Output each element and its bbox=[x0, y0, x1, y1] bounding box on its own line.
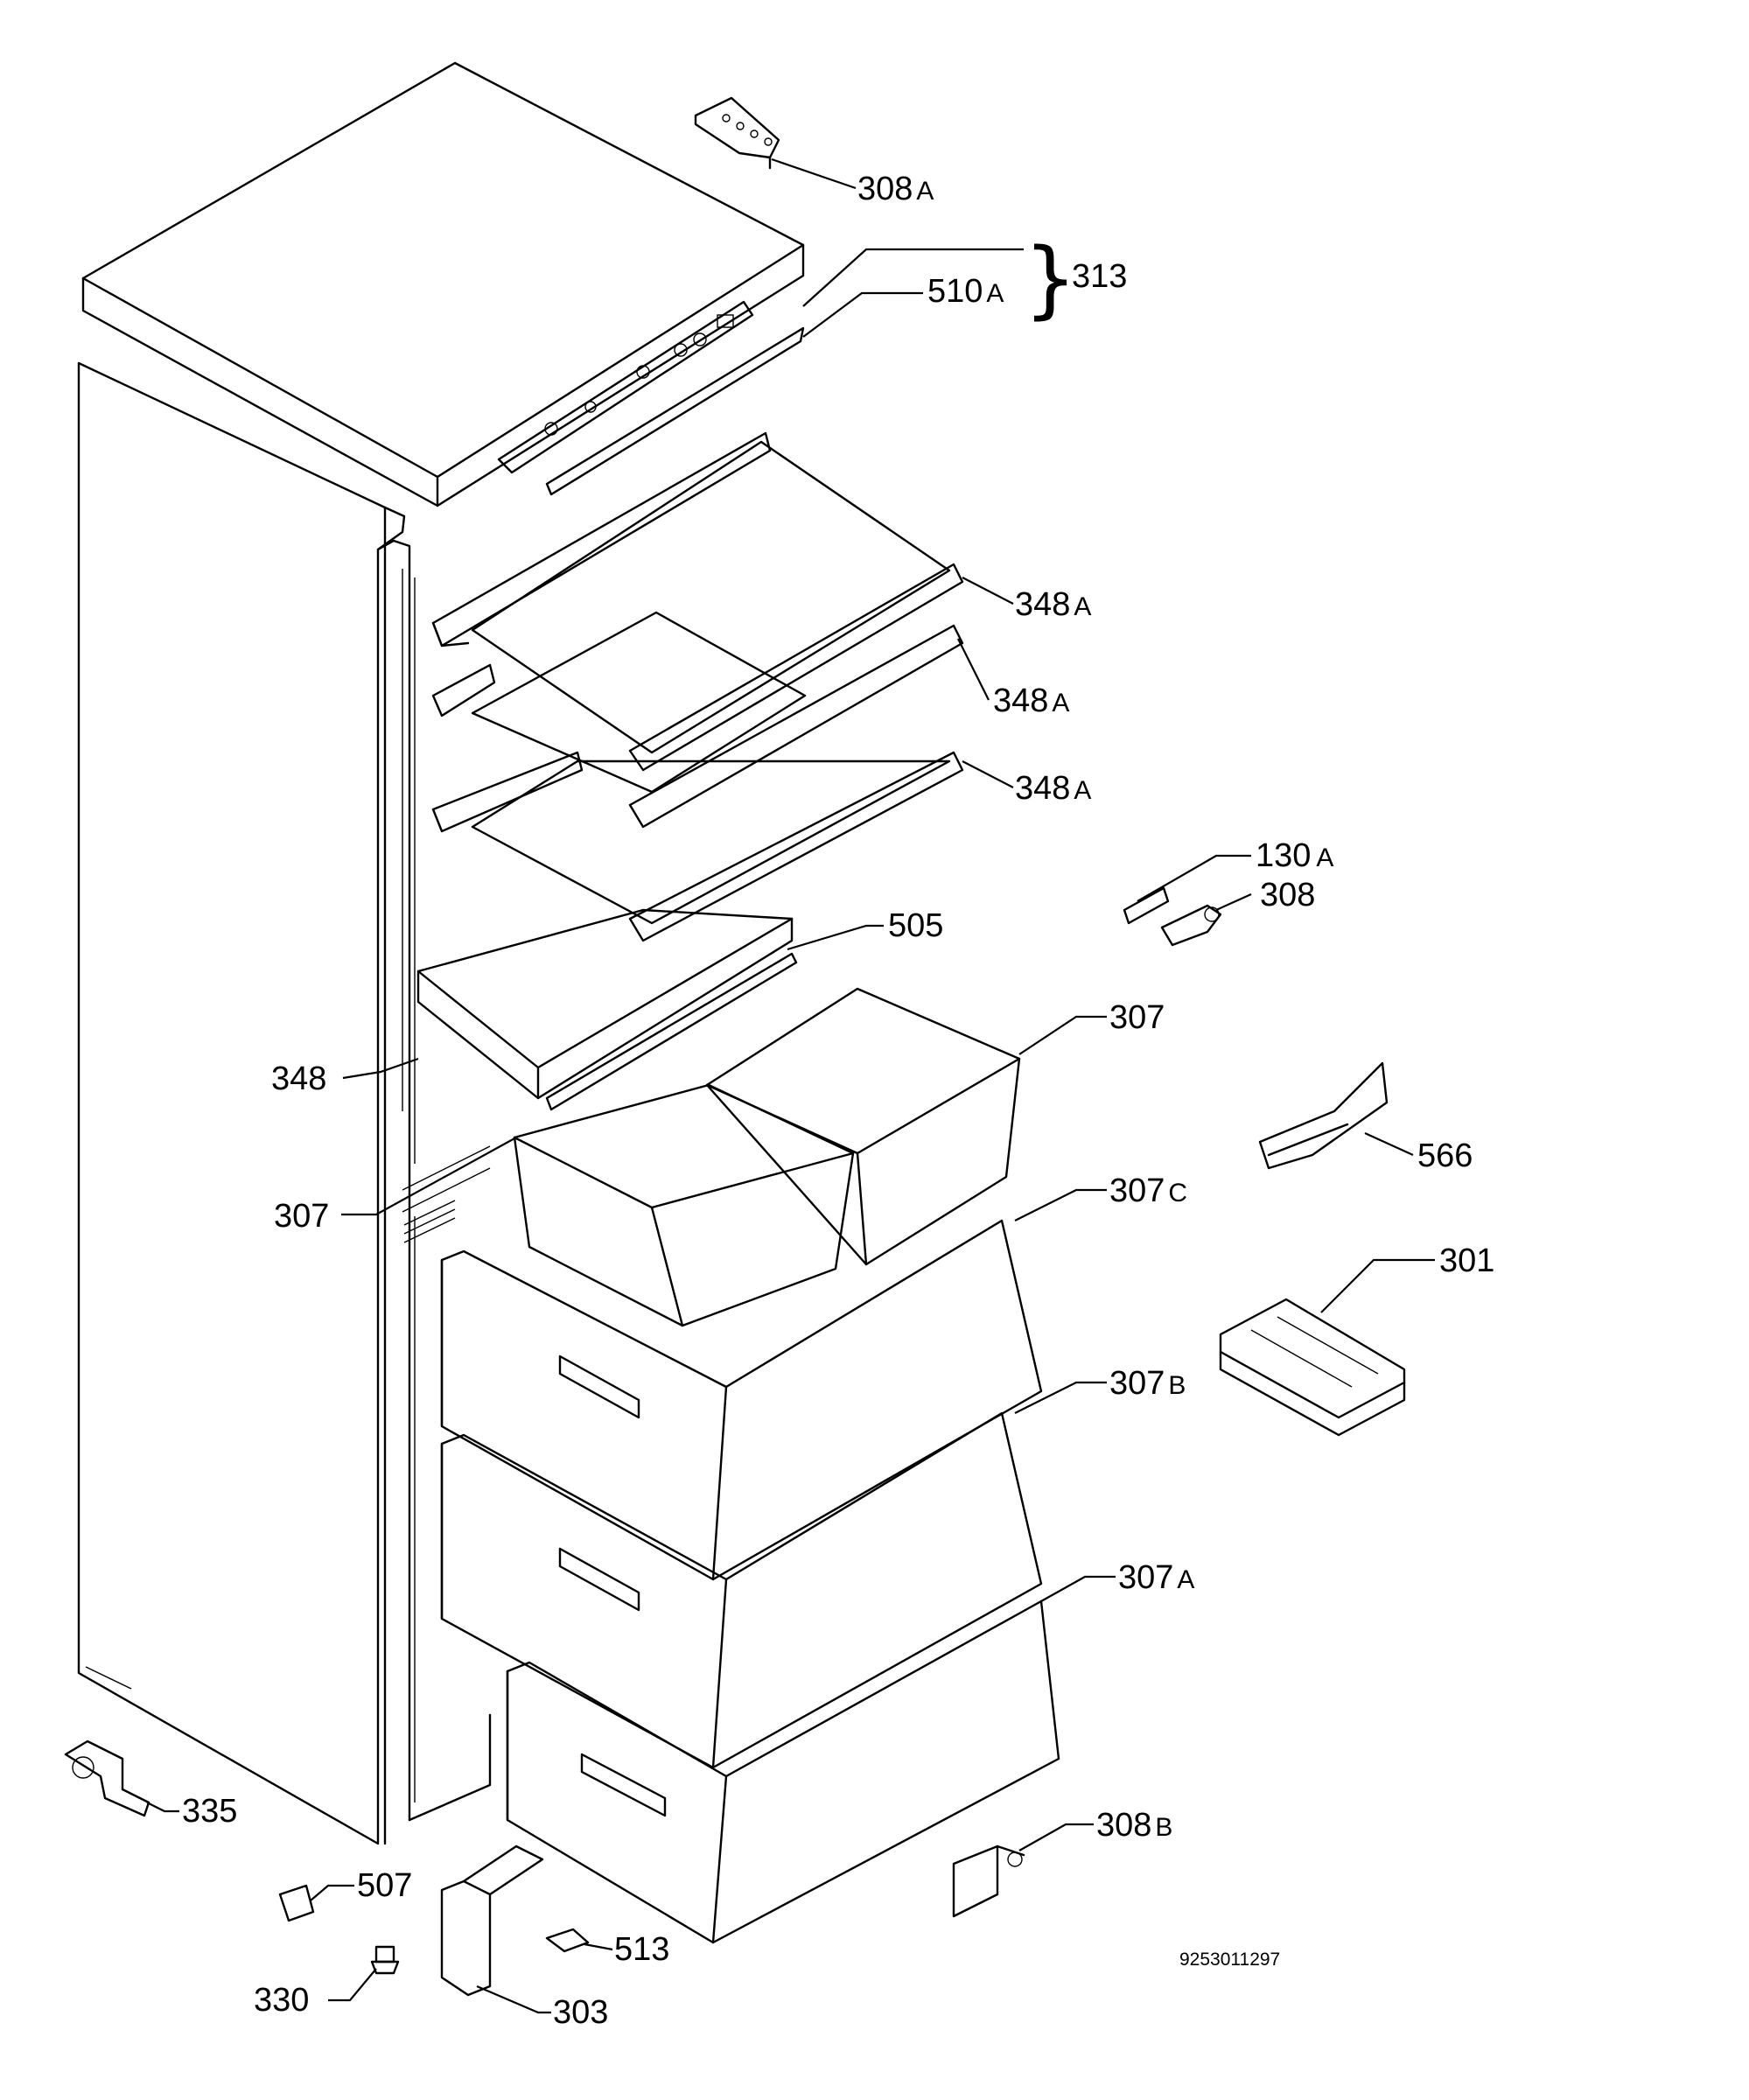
callout-335: 335 bbox=[182, 1793, 237, 1830]
control-panel-510a bbox=[497, 300, 805, 496]
cover-130a bbox=[1123, 886, 1170, 925]
top-hinge-308a bbox=[694, 96, 780, 170]
ice-scraper-566 bbox=[1258, 1061, 1389, 1170]
callout-513: 513 bbox=[614, 1931, 669, 1968]
callout-303: 303 bbox=[553, 1994, 608, 2031]
callout-307-left: 307 bbox=[274, 1198, 329, 1235]
callout-313: 313 bbox=[1072, 258, 1127, 295]
brace-313: } bbox=[1024, 230, 1077, 328]
glass-shelf-348a-3 bbox=[431, 751, 964, 942]
leader-lines bbox=[146, 158, 1435, 2014]
callout-330: 330 bbox=[254, 1982, 309, 2019]
foot-335 bbox=[64, 1740, 150, 1817]
callout-307-right: 307 bbox=[1109, 999, 1165, 1036]
document-number: 9253011297 bbox=[1179, 1950, 1280, 1970]
shelf-strip-505 bbox=[545, 952, 798, 1111]
freezer-drawer-307a bbox=[506, 1600, 1060, 1944]
callout-308: 308 bbox=[1260, 877, 1315, 914]
freezer-drawer-307c bbox=[440, 1219, 1043, 1581]
callout-505: 505 bbox=[888, 907, 943, 944]
cabinet-body bbox=[77, 361, 492, 1845]
callout-348: 348 bbox=[271, 1060, 326, 1097]
ice-tray-301 bbox=[1219, 1298, 1406, 1437]
callout-301: 301 bbox=[1439, 1242, 1494, 1279]
glass-shelf-348a-2 bbox=[431, 611, 964, 829]
plug-513 bbox=[545, 1928, 590, 1953]
crisper-drawer-307-right bbox=[705, 987, 1021, 1266]
top-cover-313 bbox=[81, 61, 805, 508]
clip-507 bbox=[278, 1884, 315, 1922]
drip-tray-303 bbox=[440, 1844, 544, 1997]
glass-shelf-348 bbox=[416, 908, 794, 1100]
crisper-drawer-307-left bbox=[513, 1083, 855, 1327]
callout-507: 507 bbox=[357, 1867, 412, 1904]
middle-hinge-308 bbox=[1160, 904, 1222, 947]
glass-shelf-348a-1 bbox=[431, 431, 964, 772]
bottom-hinge-308b bbox=[952, 1844, 1025, 1918]
freezer-drawer-307b bbox=[440, 1411, 1043, 1769]
callout-566: 566 bbox=[1417, 1138, 1473, 1174]
